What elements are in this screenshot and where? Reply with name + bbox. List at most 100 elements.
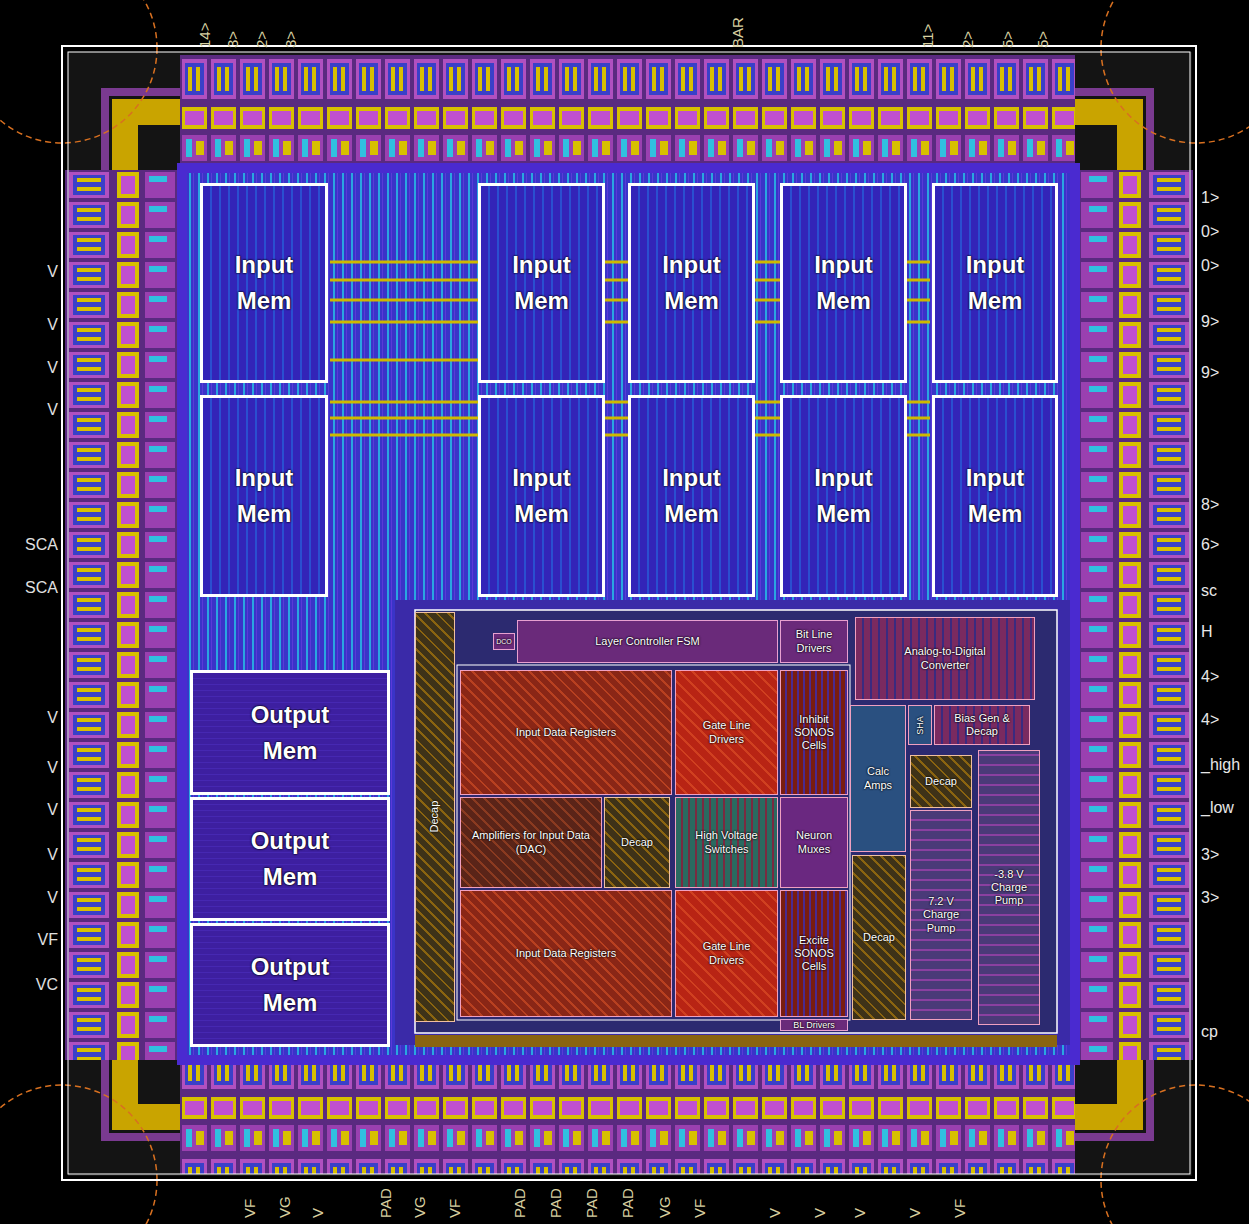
block-label: BL Drivers [793, 1021, 835, 1030]
layout-block: Input Mem [780, 395, 907, 597]
pad-name: 9> [1201, 365, 1219, 381]
layout-block: Layer Controller FSM [517, 620, 778, 663]
pad-name: SCA [25, 537, 58, 553]
block-label: Input Data Registers [516, 726, 616, 739]
block-label: Input Mem [647, 247, 737, 319]
layout-block: Input Mem [628, 395, 755, 597]
pad-name: V [310, 1208, 325, 1218]
block-label: Inhibit SONOS Cells [784, 713, 844, 753]
layout-block: 7.2 V Charge Pump [910, 810, 972, 1020]
pad-name: 8> [1201, 497, 1219, 513]
layout-block: Gate Line Drivers [675, 670, 778, 795]
pad-name: V [47, 402, 58, 418]
pad-name: V [47, 317, 58, 333]
layout-block: Neuron Muxes [780, 797, 848, 888]
pad-name: 1> [1201, 190, 1219, 206]
layout-block: Input Mem [200, 183, 328, 383]
block-label: Output Mem [225, 949, 355, 1021]
pad-name: 11> [920, 24, 935, 48]
layout-block: Input Mem [628, 183, 755, 383]
pad-name: V [852, 1208, 867, 1218]
block-label: Bit Line Drivers [784, 628, 844, 654]
layout-block: Input Mem [780, 183, 907, 383]
pad-name: V [47, 360, 58, 376]
block-label: Amplifiers for Input Data (DAC) [471, 829, 591, 855]
layout-block: Decap [415, 612, 455, 1022]
layout-block: Input Mem [932, 395, 1058, 597]
layout-block: DCO [493, 633, 515, 650]
pad-name: V [812, 1208, 827, 1218]
block-label: Input Mem [950, 247, 1040, 319]
layout-block: Bias Gen & Decap [934, 705, 1030, 745]
pad-name: VF [38, 932, 58, 948]
block-label: Gate Line Drivers [692, 719, 762, 745]
block-label: Excite SONOS Cells [784, 934, 844, 974]
pad-name: PAD [620, 1188, 635, 1218]
pad-name: _low [1201, 800, 1234, 816]
pad-name: 6> [1201, 537, 1219, 553]
pad-name: 0> [1201, 258, 1219, 274]
pad-name: _high [1201, 757, 1240, 773]
layout-block: SHA [908, 705, 932, 745]
pad-name: VF [447, 1199, 462, 1218]
layout-block: Bit Line Drivers [780, 620, 848, 663]
layout-block: Amplifiers for Input Data (DAC) [460, 797, 602, 888]
layout-block: Calc Amps [850, 705, 906, 852]
layout-block: Output Mem [190, 797, 390, 921]
block-label: Bias Gen & Decap [942, 712, 1022, 738]
block-label: Decap [621, 836, 653, 849]
block-label: SHA [915, 716, 926, 735]
layout-block: Input Mem [932, 183, 1058, 383]
block-label: Input Mem [647, 460, 737, 532]
pad-name: 2> [254, 31, 269, 48]
layout-block: Analog-to-Digital Converter [855, 617, 1035, 700]
pad-name: 4> [1201, 669, 1219, 685]
pad-name: 5> [1000, 31, 1015, 48]
pad-name: SCA [25, 580, 58, 596]
block-label: Input Mem [497, 460, 587, 532]
pad-name: VG [277, 1196, 292, 1218]
block-label: Input Mem [950, 460, 1040, 532]
block-label: Analog-to-Digital Converter [895, 645, 995, 671]
pad-name: PAD [512, 1188, 527, 1218]
layout-block: BL Drivers [780, 1019, 848, 1031]
pad-name: V [767, 1208, 782, 1218]
pad-name: 3> [1201, 847, 1219, 863]
pad-name: VC [36, 977, 58, 993]
layout-block: Decap [910, 755, 972, 808]
layout-block: Decap [604, 797, 670, 888]
pad-name: 14> [197, 23, 212, 48]
pad-name: 0> [1201, 224, 1219, 240]
pad-name: 9> [1201, 314, 1219, 330]
pad-name: 5> [1035, 31, 1050, 48]
block-label: Neuron Muxes [784, 829, 844, 855]
pad-name: V [47, 847, 58, 863]
pad-name: 4> [1201, 712, 1219, 728]
pad-name: sc [1201, 583, 1217, 599]
layout-block: Excite SONOS Cells [780, 890, 848, 1017]
block-label: Decap [428, 801, 441, 833]
block-label: Input Data Registers [516, 947, 616, 960]
pad-name: PAD [378, 1188, 393, 1218]
pad-name: BAR [730, 17, 745, 48]
layout-block: High Voltage Switches [675, 797, 778, 888]
pad-name: VG [657, 1196, 672, 1218]
layout-block: -3.8 V Charge Pump [978, 750, 1040, 1025]
layout-block: Gate Line Drivers [675, 890, 778, 1017]
layout-block: Input Mem [478, 183, 605, 383]
pad-name: VF [952, 1199, 967, 1218]
block-label: Output Mem [225, 697, 355, 769]
pad-name: V [47, 802, 58, 818]
block-label: High Voltage Switches [682, 829, 772, 855]
pad-name: VG [412, 1196, 427, 1218]
layout-block: Input Mem [200, 395, 328, 597]
layout-block: Input Mem [478, 395, 605, 597]
pad-name: 2> [960, 31, 975, 48]
pad-name: VF [692, 1199, 707, 1218]
block-label: 7.2 V Charge Pump [914, 895, 968, 935]
pad-name: V [47, 760, 58, 776]
pad-name: PAD [548, 1188, 563, 1218]
pad-name: V [47, 710, 58, 726]
pad-name: V [47, 890, 58, 906]
block-label: Output Mem [225, 823, 355, 895]
